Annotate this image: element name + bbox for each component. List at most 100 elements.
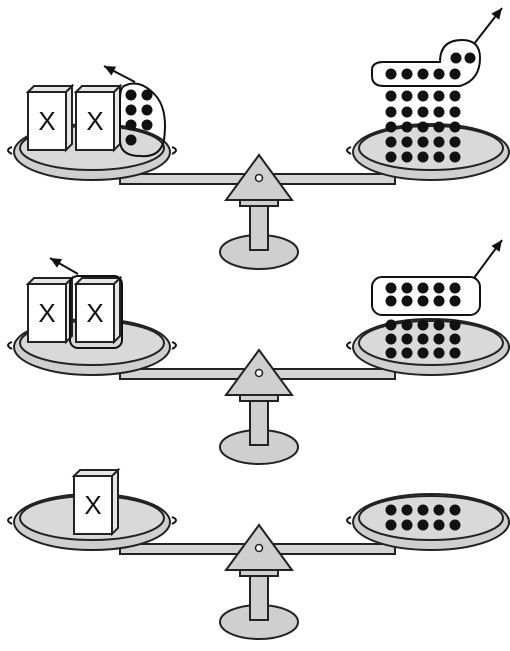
counter-dot (433, 319, 445, 331)
x-box: X (25, 83, 75, 153)
counter-dot (433, 136, 445, 148)
counter-dot (449, 347, 461, 359)
counter-dot (385, 68, 397, 80)
counter-dot (433, 333, 445, 345)
x-box: X (73, 275, 123, 345)
arrowhead-icon (491, 8, 502, 20)
counter-dot (449, 504, 461, 516)
counter-dot (125, 89, 137, 101)
counter-dot (141, 119, 153, 131)
box-label: X (38, 106, 55, 136)
box-label: X (84, 490, 101, 520)
box-front (75, 91, 115, 151)
counter-dot (417, 295, 429, 307)
counter-dot (449, 106, 461, 118)
left-removed-loop (119, 82, 166, 158)
counter-dot (401, 282, 413, 294)
counter-dot (433, 68, 445, 80)
counter-dot (125, 119, 137, 131)
x-box: X (71, 467, 121, 537)
counter-dot (401, 68, 413, 80)
counter-dot (417, 519, 429, 531)
left-pan-handles (7, 516, 177, 525)
counter-dot (385, 90, 397, 102)
counter-dot (385, 295, 397, 307)
counter-dot (433, 106, 445, 118)
pivot-pin (254, 368, 264, 378)
right-pan-handles (346, 516, 352, 525)
scale-3: X (7, 467, 510, 640)
counter-dot (401, 333, 413, 345)
arrowhead-icon (104, 66, 117, 76)
box-label: X (86, 298, 103, 328)
counter-dot (417, 333, 429, 345)
counter-dot (385, 504, 397, 516)
counter-dot (449, 121, 461, 133)
x-box: X (25, 275, 75, 345)
counter-dot (385, 282, 397, 294)
counter-dot (464, 52, 476, 64)
counter-dot (401, 106, 413, 118)
arrowhead-icon (491, 240, 502, 252)
counter-dot (417, 282, 429, 294)
counter-dot (433, 347, 445, 359)
right-removed-loop (371, 276, 481, 316)
counter-dot (449, 333, 461, 345)
box-front (27, 283, 67, 343)
counter-dot (401, 90, 413, 102)
counter-dot (417, 68, 429, 80)
counter-dot (385, 136, 397, 148)
counter-dot (385, 121, 397, 133)
box-label: X (38, 298, 55, 328)
left-removed-loop (69, 275, 123, 349)
pivot-pin (254, 543, 264, 553)
counter-dot (450, 52, 462, 64)
left-pan-handles (7, 341, 177, 350)
counter-dot (433, 282, 445, 294)
right-removed-loop (371, 38, 482, 87)
box-label: X (86, 106, 103, 136)
counter-dot (449, 90, 461, 102)
counter-dot (385, 319, 397, 331)
x-box: X (73, 83, 123, 153)
counter-dot (417, 347, 429, 359)
counter-dot (401, 136, 413, 148)
counter-dot (417, 106, 429, 118)
arrowhead-icon (50, 258, 63, 268)
counter-dot (385, 333, 397, 345)
counter-dot (449, 282, 461, 294)
right-pan (358, 495, 504, 541)
counter-dot (385, 106, 397, 118)
pivot-pin (254, 173, 264, 183)
box-front (27, 91, 67, 151)
counter-dot (433, 295, 445, 307)
counter-dot (125, 134, 137, 146)
counter-dot (433, 519, 445, 531)
left-pan-handles (7, 146, 177, 155)
counter-dot (141, 89, 153, 101)
counter-dot (385, 519, 397, 531)
counter-dot (401, 347, 413, 359)
counter-dot (449, 136, 461, 148)
right-pan (358, 125, 504, 171)
counter-dot (449, 151, 461, 163)
counter-dot (401, 319, 413, 331)
counter-dot (449, 519, 461, 531)
counter-dot (417, 121, 429, 133)
counter-dot (417, 151, 429, 163)
counter-dot (433, 90, 445, 102)
counter-dot (385, 151, 397, 163)
counter-dot (141, 104, 153, 116)
counter-dot (401, 295, 413, 307)
right-pan-handles (346, 146, 352, 155)
box-front (75, 283, 115, 343)
counter-dot (417, 136, 429, 148)
counter-dot (449, 68, 461, 80)
counter-dot (401, 151, 413, 163)
counter-dot (433, 504, 445, 516)
right-pan-handles (346, 341, 352, 350)
counter-dot (417, 504, 429, 516)
